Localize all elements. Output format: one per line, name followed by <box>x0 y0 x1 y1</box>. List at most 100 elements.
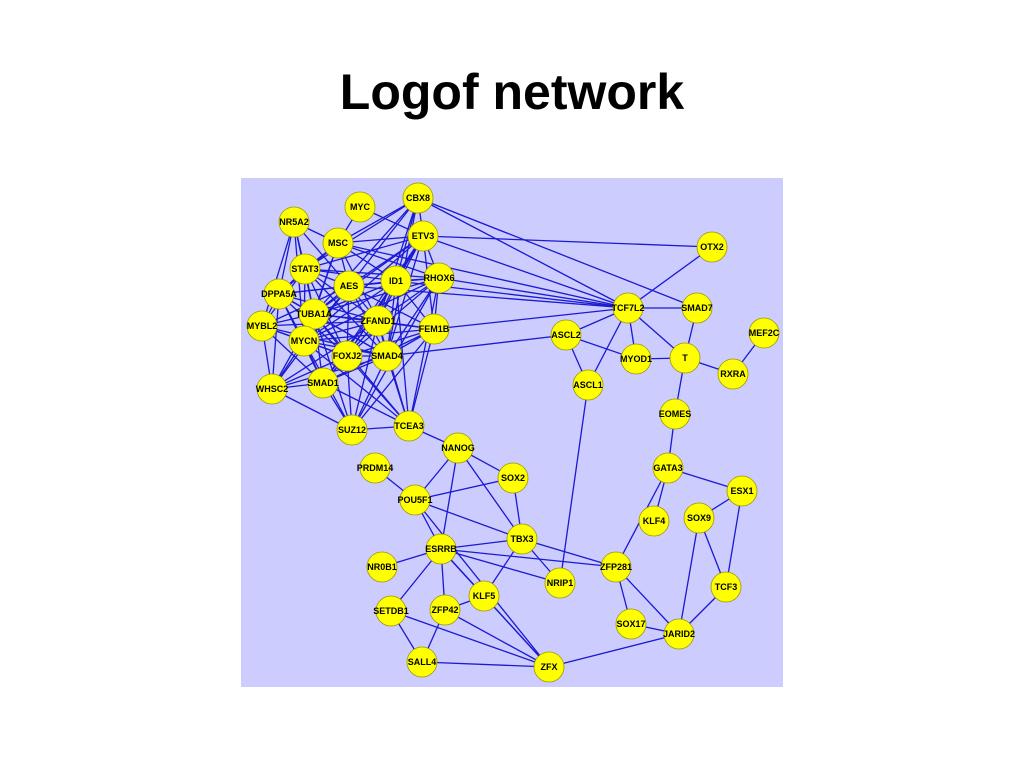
node-eomes: EOMES <box>659 398 692 430</box>
node-ascl1: ASCL1 <box>572 369 604 401</box>
node-circle <box>418 313 450 345</box>
node-circle <box>612 292 644 324</box>
node-circle <box>263 278 295 310</box>
node-klf4: KLF4 <box>638 505 670 537</box>
node-circle <box>307 367 339 399</box>
node-label: NR5A2 <box>279 217 309 227</box>
edge-esx1-tcf3 <box>725 490 743 588</box>
edge-zfp42-zfx <box>444 609 550 668</box>
edge-sall4-zfx <box>421 661 550 668</box>
node-circle <box>533 651 565 683</box>
node-aes: AES <box>333 270 365 302</box>
node-label: MYCN <box>291 336 318 346</box>
node-label: CBX8 <box>406 193 430 203</box>
node-label: STAT3 <box>291 264 318 274</box>
node-circle <box>399 484 431 516</box>
node-label: SUZ12 <box>338 425 366 435</box>
node-circle <box>423 262 455 294</box>
node-pou5f1: POU5F1 <box>397 484 433 516</box>
node-circle <box>659 398 691 430</box>
node-circle <box>289 253 321 285</box>
node-tuba1a: TUBA1A <box>296 298 333 330</box>
node-sox9: SOX9 <box>683 502 715 534</box>
node-label: TCEA3 <box>394 421 424 431</box>
node-circle <box>652 452 684 484</box>
edge-fem1b-tcf7l2 <box>433 307 629 330</box>
edge-dppa5a-whsc2 <box>271 293 280 390</box>
node-circle <box>683 502 715 534</box>
node-label: POU5F1 <box>397 495 432 505</box>
node-circle <box>663 618 695 650</box>
node-zfx: ZFX <box>533 651 565 683</box>
edge-klf5-zfx <box>483 595 550 668</box>
node-circle <box>333 270 365 302</box>
node-circle <box>638 505 670 537</box>
edge-esrrb-zfp281 <box>440 548 617 568</box>
node-otx2: OTX2 <box>696 231 728 263</box>
node-tbx3: TBX3 <box>506 523 538 555</box>
edge-otx2-tcf7l2 <box>627 246 713 309</box>
node-circle <box>620 343 652 375</box>
node-klf5: KLF5 <box>468 580 500 612</box>
node-whsc2: WHSC2 <box>256 373 288 405</box>
node-nr5a2: NR5A2 <box>278 206 310 238</box>
node-circle <box>344 191 376 223</box>
edge-setdb1-zfx <box>390 610 550 668</box>
node-setdb1: SETDB1 <box>373 595 409 627</box>
node-label: RXRA <box>720 369 746 379</box>
node-label: TUBA1A <box>296 309 333 319</box>
edge-etv3-tuba1a <box>313 235 424 315</box>
node-circle <box>468 580 500 612</box>
node-circle <box>336 414 368 446</box>
node-tcea3: TCEA3 <box>393 410 425 442</box>
edge-nanog-tbx3 <box>457 447 523 540</box>
node-etv3: ETV3 <box>407 220 439 252</box>
node-label: MYC <box>350 202 371 212</box>
edge-zfand1-whsc2 <box>271 320 379 390</box>
node-tcf7l2: TCF7L2 <box>611 292 645 324</box>
node-label: GATA3 <box>653 463 682 473</box>
node-label: ETV3 <box>412 231 435 241</box>
node-label: SOX17 <box>616 619 645 629</box>
node-label: SALL4 <box>408 657 437 667</box>
node-foxj2: FOXJ2 <box>331 340 363 372</box>
node-label: KLF4 <box>643 516 666 526</box>
edge-cbx8-smad7 <box>417 197 698 309</box>
edge-cbx8-tcf7l2 <box>417 197 629 309</box>
node-circle <box>246 310 278 342</box>
node-label: ZFX <box>541 662 558 672</box>
node-label: MSC <box>328 238 349 248</box>
node-gata3: GATA3 <box>652 452 684 484</box>
node-smad1: SMAD1 <box>307 367 339 399</box>
edge-id1-tcea3 <box>395 280 410 427</box>
node-nanog: NANOG <box>441 432 475 464</box>
edge-mycn-tcea3 <box>303 340 410 427</box>
edge-nanog-esrrb <box>440 447 459 550</box>
node-circle <box>298 298 330 330</box>
node-label: T <box>682 353 688 363</box>
node-ascl2: ASCL2 <box>550 319 582 351</box>
node-label: TCF3 <box>715 582 738 592</box>
node-circle <box>407 220 439 252</box>
node-label: EOMES <box>659 409 692 419</box>
node-label: SOX9 <box>687 513 711 523</box>
edge-ascl1-nrip1 <box>559 384 589 584</box>
edge-esrrb-nrip1 <box>440 548 561 584</box>
node-zfp42: ZFP42 <box>429 594 461 626</box>
node-fem1b: FEM1B <box>418 313 450 345</box>
node-circle <box>669 342 701 374</box>
node-label: SMAD4 <box>371 351 403 361</box>
node-id1: ID1 <box>380 265 412 297</box>
edge-fem1b-tcea3 <box>408 328 435 427</box>
slide-title: Logof network <box>339 64 685 120</box>
node-label: ZFP42 <box>431 605 458 615</box>
node-zfand1: ZFAND1 <box>360 305 396 337</box>
node-cbx8: CBX8 <box>402 182 434 214</box>
edge-fem1b-mycn <box>303 328 435 342</box>
node-circle <box>726 475 758 507</box>
node-mybl2: MYBL2 <box>246 310 278 342</box>
node-circle <box>402 182 434 214</box>
node-circle <box>550 319 582 351</box>
